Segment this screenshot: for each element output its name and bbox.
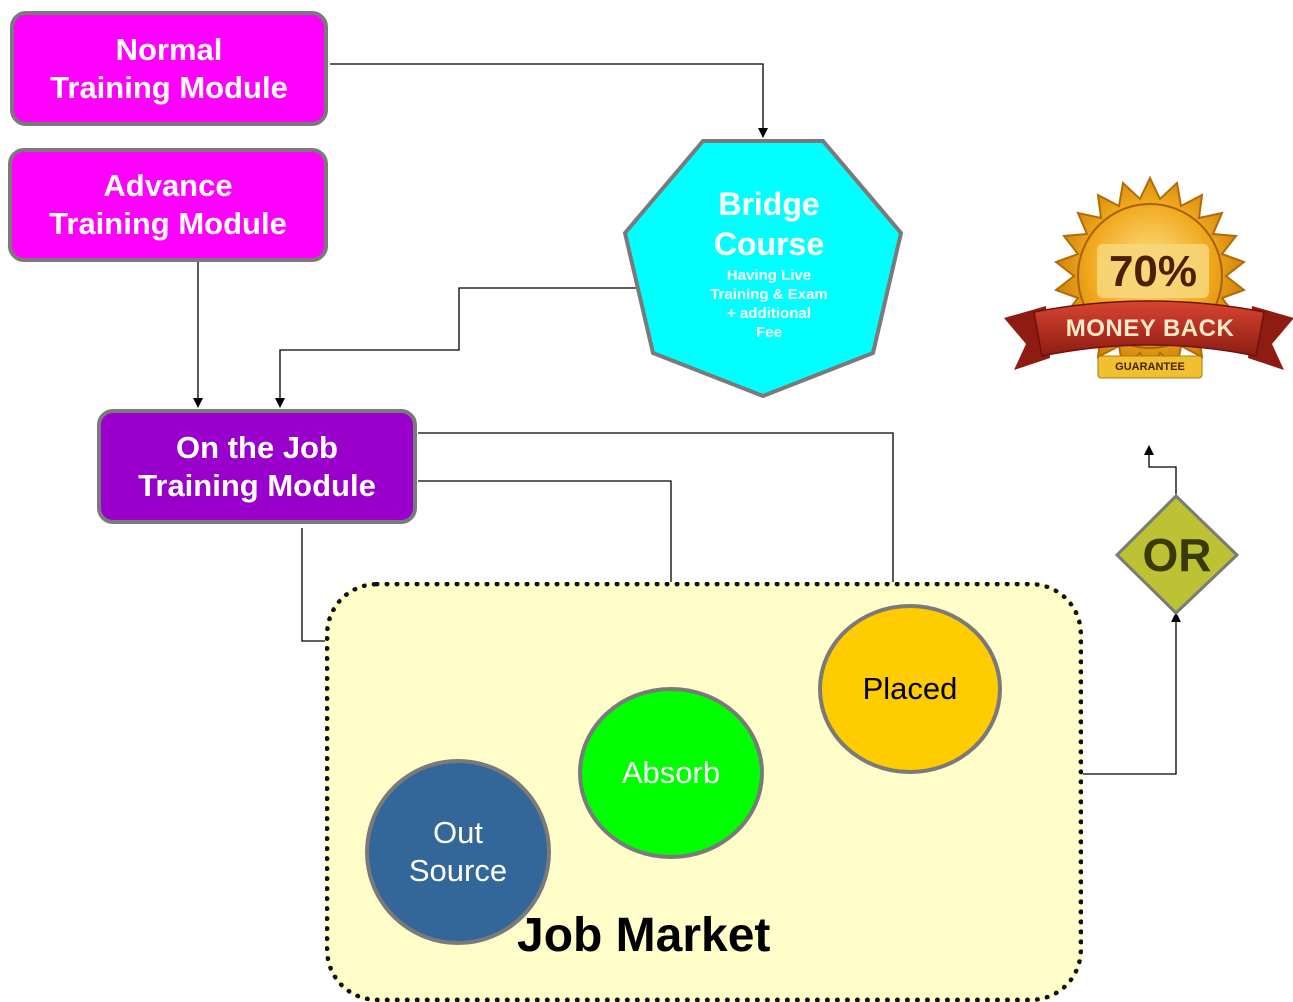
badge-guarantee-plate: [1097, 355, 1203, 379]
absorb-node: Absorb: [578, 687, 764, 859]
money-back-badge: [1004, 175, 1293, 379]
badge-ribbon: [1033, 300, 1265, 357]
bridge-course-title: Bridge Course: [713, 186, 825, 262]
badge-ribbon-text: MONEY BACK: [1065, 315, 1235, 342]
job-market-label: Job Market: [517, 909, 771, 962]
connector-bridge-to-onjob: [275, 287, 640, 408]
badge-percent: 70%: [1108, 247, 1198, 296]
placed-label: Placed: [862, 671, 958, 706]
on-job-training-label: On the Job Training Module: [138, 429, 376, 503]
advance-training-label: Advance Training Module: [49, 168, 287, 241]
connector-normal-to-bridge: [330, 63, 768, 138]
out-source-label: Out Source: [408, 815, 508, 888]
normal-training-module: Normal Training Module: [10, 11, 328, 126]
connector-or-to-badge: [1144, 445, 1177, 496]
bridge-course-detail: Having Live Training & Exam + additional…: [710, 267, 828, 341]
connector-jobmarket-to-or: [1083, 612, 1181, 775]
badge-percent-plate: [1097, 244, 1209, 298]
bridge-course-shape: [622, 139, 904, 399]
out-source-node: Out Source: [365, 759, 551, 945]
absorb-label: Absorb: [621, 755, 721, 790]
connector-onjob-to-placed: [418, 432, 898, 605]
or-diamond-shape: [1114, 493, 1240, 616]
placed-node: Placed: [818, 604, 1002, 774]
badge-guarantee-text: GUARANTEE: [1115, 361, 1185, 373]
normal-training-label: Normal Training Module: [50, 31, 288, 105]
advance-training-module: Advance Training Module: [8, 148, 328, 262]
or-label: OR: [1142, 529, 1212, 581]
on-job-training-module: On the Job Training Module: [97, 409, 417, 524]
